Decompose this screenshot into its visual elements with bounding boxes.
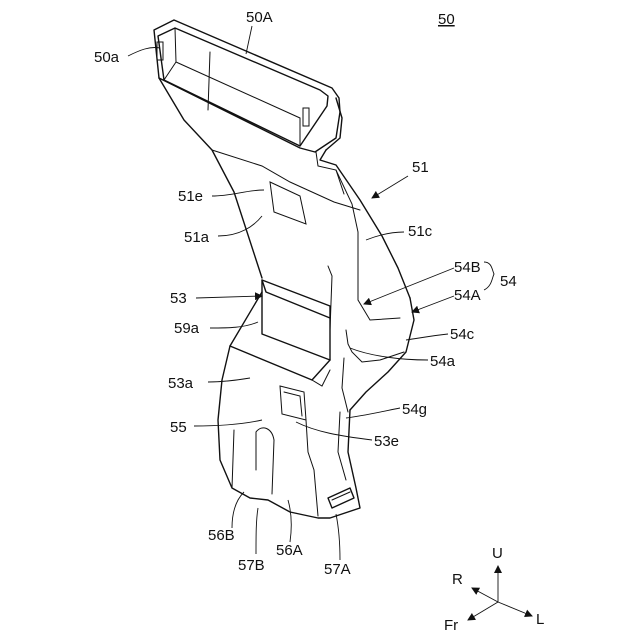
label-59a: 59a	[174, 320, 200, 337]
label-51e: 51e	[178, 188, 203, 205]
label-54c: 54c	[450, 326, 475, 343]
axis-label-left: L	[536, 611, 544, 628]
right-duct-54	[342, 298, 414, 412]
label-53e: 53e	[374, 433, 399, 450]
label-57B: 57B	[238, 557, 265, 574]
label-54B: 54B	[454, 259, 481, 276]
label-50a: 50a	[94, 49, 120, 66]
label-51c: 51c	[408, 223, 433, 240]
label-55: 55	[170, 419, 187, 436]
axis-label-up: U	[492, 545, 503, 562]
figure-number: 50	[438, 11, 455, 28]
label-53a: 53a	[168, 375, 194, 392]
label-54A: 54A	[454, 287, 481, 304]
front-arrow-icon	[468, 602, 498, 620]
shelf-53	[230, 280, 330, 386]
right-arrow-icon	[472, 588, 498, 602]
label-56A: 56A	[276, 542, 303, 559]
left-arrow-icon	[498, 602, 532, 616]
axis-label-right: R	[452, 571, 463, 588]
reference-labels: 50 50A 50a 51 51e 51a 51c 54B 54 54A 53 …	[94, 9, 517, 578]
label-53: 53	[170, 290, 187, 307]
orientation-axes: U R L Fr	[444, 545, 544, 634]
label-54: 54	[500, 273, 517, 290]
label-54g: 54g	[402, 401, 427, 418]
label-50A: 50A	[246, 9, 273, 26]
label-57A: 57A	[324, 561, 351, 578]
label-51a: 51a	[184, 229, 210, 246]
label-56B: 56B	[208, 527, 235, 544]
top-opening-50A	[154, 20, 342, 152]
label-51: 51	[412, 159, 429, 176]
axis-label-front: Fr	[444, 617, 458, 634]
label-54a: 54a	[430, 353, 456, 370]
lower-body	[218, 346, 360, 518]
